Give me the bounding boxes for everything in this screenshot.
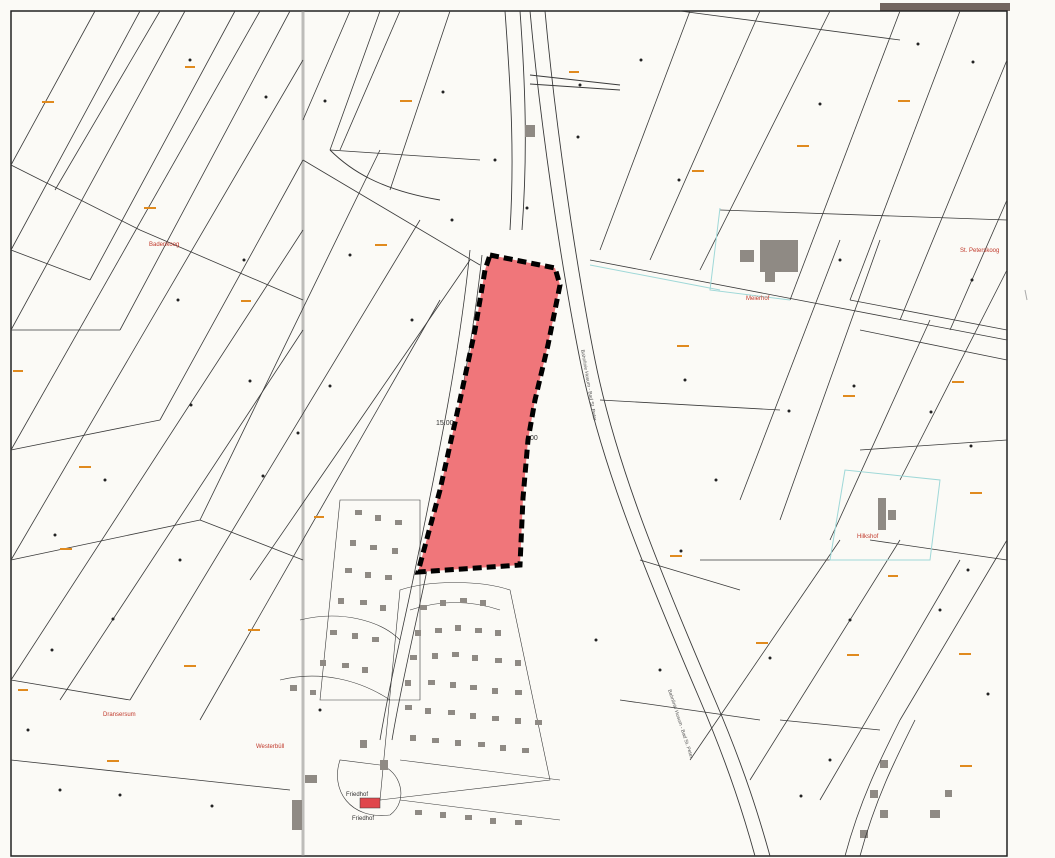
label-dransersum: Dransersum bbox=[103, 712, 136, 718]
plan-area bbox=[414, 252, 563, 575]
label-friedhof-bottom: Friedhof bbox=[352, 816, 374, 822]
map-frame bbox=[10, 10, 1008, 857]
east-road bbox=[844, 719, 916, 857]
dimension-right: 00 bbox=[530, 435, 538, 442]
label-westerbuell: Westerbüll bbox=[256, 744, 284, 750]
parcel-lines bbox=[10, 10, 1008, 801]
plan-area-border bbox=[414, 252, 563, 575]
residential-area bbox=[279, 125, 952, 838]
dimension-left: 15.00 bbox=[436, 420, 454, 427]
main-road bbox=[329, 10, 771, 857]
parcel-symbols bbox=[26, 42, 990, 808]
label-hilkshof: Hilkshof bbox=[857, 534, 879, 540]
buildings bbox=[290, 125, 952, 838]
label-friedhof-top: Friedhof bbox=[346, 792, 368, 798]
plan-area-fill bbox=[418, 255, 560, 572]
scan-edge bbox=[880, 3, 1010, 11]
church-building bbox=[359, 797, 381, 809]
label-st-peterskoog: St. Peterskoog bbox=[960, 248, 999, 254]
label-meierhof: Meierhof bbox=[746, 296, 770, 302]
parcel-number-marks bbox=[13, 66, 982, 767]
label-badenkoog: Badenkoog bbox=[149, 242, 179, 248]
margin-mark bbox=[1024, 289, 1028, 301]
cyan-boundaries bbox=[589, 207, 941, 561]
